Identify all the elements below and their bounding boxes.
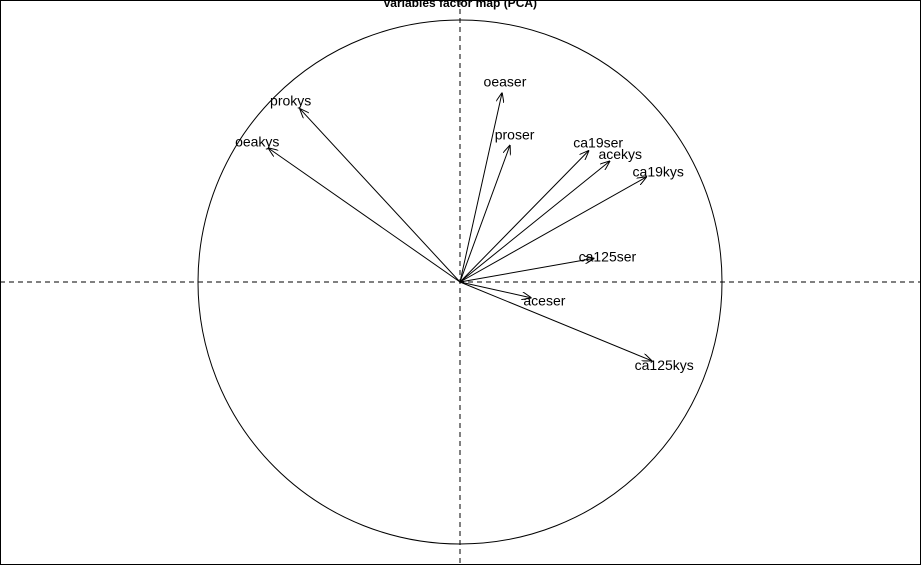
label-proser: proser [495, 126, 535, 142]
arrow-prokys [300, 109, 461, 283]
arrow-oeakys [269, 148, 461, 283]
arrow-ca125kys [459, 281, 651, 361]
arrow-ca19ser [459, 151, 588, 283]
label-ca125kys: ca125kys [635, 357, 694, 373]
arrow-ca125ser [459, 258, 594, 283]
label-acekys: acekys [598, 146, 642, 162]
label-ca19ser: ca19ser [573, 134, 623, 150]
arrow-acekys [459, 161, 609, 283]
label-oeaser: oeaser [484, 74, 527, 90]
arrow-ca19kys [459, 177, 646, 283]
arrow-oeaser [459, 93, 502, 283]
label-oeakys: oeakys [235, 134, 279, 150]
label-prokys: prokys [270, 92, 311, 108]
arrow-aceser [459, 281, 531, 298]
variable-arrows [269, 93, 652, 360]
label-ca125ser: ca125ser [579, 248, 637, 264]
arrow-proser [459, 146, 510, 283]
label-aceser: aceser [523, 292, 565, 308]
label-ca19kys: ca19kys [633, 163, 684, 179]
